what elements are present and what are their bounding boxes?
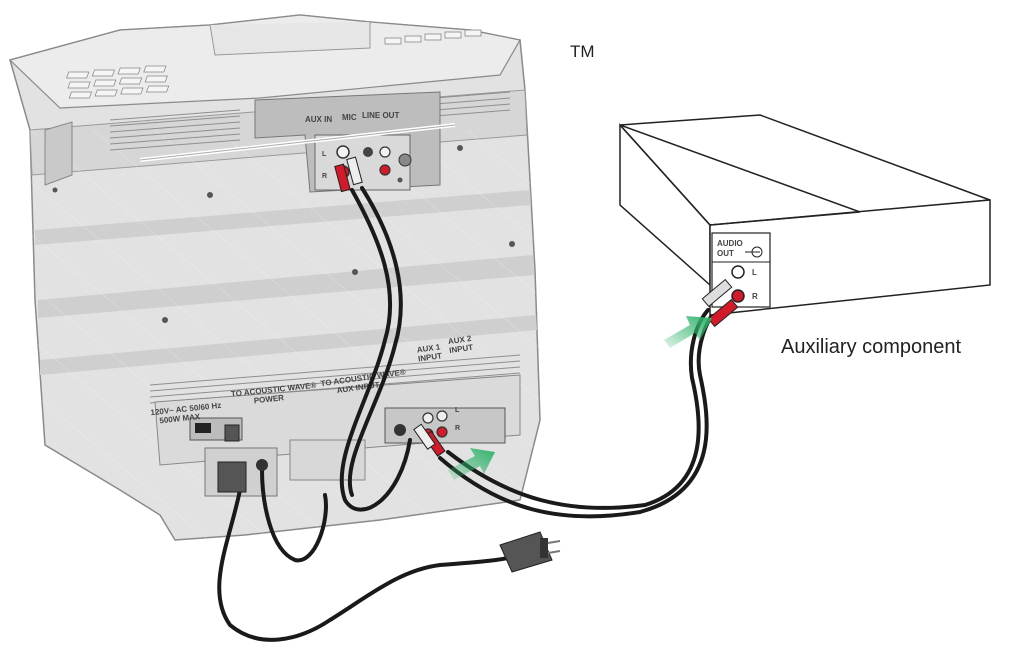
power-rating-line2: 500W MAX bbox=[159, 412, 201, 425]
aux2-line1: AUX 2 bbox=[447, 334, 472, 346]
aux-loop-cable bbox=[339, 188, 412, 512]
rear-rca-plugs bbox=[413, 423, 446, 457]
rear-right-label: R bbox=[455, 425, 460, 432]
aux1-left-jack bbox=[422, 412, 434, 424]
to-wave-power-line2: POWER bbox=[253, 393, 284, 405]
cables bbox=[217, 186, 722, 642]
audio-out-left-jack bbox=[731, 265, 745, 279]
aux1-line1: AUX 1 bbox=[416, 342, 441, 354]
line-out-label: LINE OUT bbox=[362, 111, 399, 120]
top-left-label: L bbox=[322, 151, 327, 158]
top-rca-plugs bbox=[334, 156, 363, 193]
aux2-line2: INPUT bbox=[449, 343, 474, 355]
rear-left-label: L bbox=[455, 407, 460, 414]
line-out-left-jack bbox=[379, 146, 391, 158]
mic-label: MIC bbox=[342, 113, 357, 122]
top-button-grid bbox=[66, 65, 170, 99]
aux-component-cable bbox=[438, 303, 722, 519]
antenna-jack bbox=[398, 153, 412, 167]
out-label: OUT bbox=[717, 249, 734, 258]
trademark-mark: TM bbox=[570, 42, 595, 61]
insert-arrow-icon bbox=[448, 448, 495, 480]
power-plug-unit bbox=[217, 424, 268, 493]
aux1-line2: INPUT bbox=[418, 351, 443, 363]
top-right-buttons bbox=[384, 29, 482, 45]
component-label: Auxiliary component bbox=[781, 336, 962, 358]
audio-label: AUDIO bbox=[717, 239, 743, 248]
screws bbox=[52, 145, 515, 323]
component-rca-plugs bbox=[701, 278, 739, 328]
aux2-left-jack bbox=[436, 410, 448, 422]
to-wave-aux-jack bbox=[394, 424, 406, 436]
insert-arrow-component-icon bbox=[664, 316, 712, 348]
aux-in-label: AUX IN bbox=[305, 115, 332, 124]
line-out-right-jack bbox=[379, 164, 391, 176]
audio-out-right-jack bbox=[731, 289, 745, 303]
component-right-label: R bbox=[752, 292, 758, 301]
auxiliary-component-box: AUDIO OUT L R bbox=[619, 114, 991, 316]
power-plug-wall bbox=[499, 531, 561, 573]
mic-jack bbox=[363, 147, 373, 157]
top-right-label: R bbox=[322, 173, 327, 180]
aux2-right-jack bbox=[436, 426, 448, 438]
aux-in-left-jack bbox=[336, 145, 350, 159]
component-left-label: L bbox=[752, 268, 757, 277]
power-cord-right bbox=[260, 468, 328, 563]
power-cord-left bbox=[217, 488, 522, 642]
